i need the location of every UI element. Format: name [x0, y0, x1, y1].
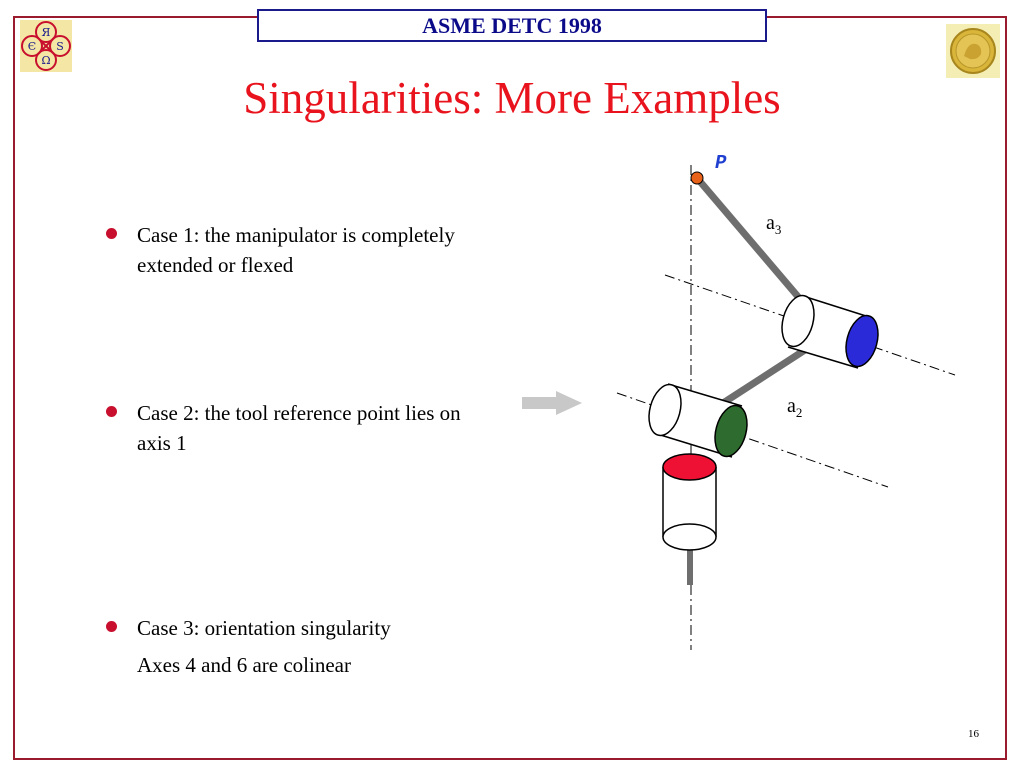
- link-a2-label-sub: 2: [796, 405, 803, 420]
- link-a2: [718, 345, 810, 408]
- joint-cylinder-lower: [648, 383, 748, 458]
- bullet-dot: [106, 406, 117, 417]
- society-logo-icon: Я S Ω Є: [20, 20, 72, 72]
- page-number: 16: [968, 728, 979, 740]
- link-a3-label: a3: [766, 212, 781, 237]
- slide-title: Singularities: More Examples: [243, 73, 781, 123]
- joint-cylinder-upper: [781, 294, 879, 369]
- logo-letter-bottom: Ω: [41, 54, 50, 67]
- link-a3-label-base: a: [766, 212, 775, 234]
- tool-point-label: P: [715, 152, 727, 174]
- link-a3: [694, 175, 809, 309]
- joint-cylinder-base: [662, 453, 717, 551]
- bullet-dot: [106, 228, 117, 239]
- bullet-case-1: Case 1: the manipulator is completely ex…: [106, 220, 486, 280]
- bullet-dot: [106, 621, 117, 632]
- bullet-case-3-detail: Axes 4 and 6 are colinear: [137, 653, 351, 677]
- right-arrow-icon: [522, 391, 582, 415]
- bullet-case-3: Case 3: orientation singularity: [106, 613, 486, 643]
- gold-medal-icon: [946, 24, 1000, 78]
- header-box: ASME DETC 1998: [257, 9, 767, 42]
- link-a2-label: a2: [787, 395, 802, 420]
- tool-point-marker: [690, 171, 704, 185]
- logo-letter-left: Є: [28, 40, 36, 53]
- link-a3-label-sub: 3: [775, 222, 782, 237]
- bullet-text: Case 3: orientation singularity: [137, 616, 391, 640]
- axis-upper-line: [664, 274, 956, 376]
- logo-letter-top: Я: [42, 26, 51, 39]
- logo-letter-right: S: [56, 40, 64, 53]
- bullet-case-2: Case 2: the tool reference point lies on…: [106, 398, 486, 458]
- header-title: ASME DETC 1998: [422, 13, 602, 38]
- bullet-text: Case 1: the manipulator is completely ex…: [137, 223, 455, 277]
- link-a2-label-base: a: [787, 395, 796, 417]
- bullet-text: Case 2: the tool reference point lies on…: [137, 401, 461, 455]
